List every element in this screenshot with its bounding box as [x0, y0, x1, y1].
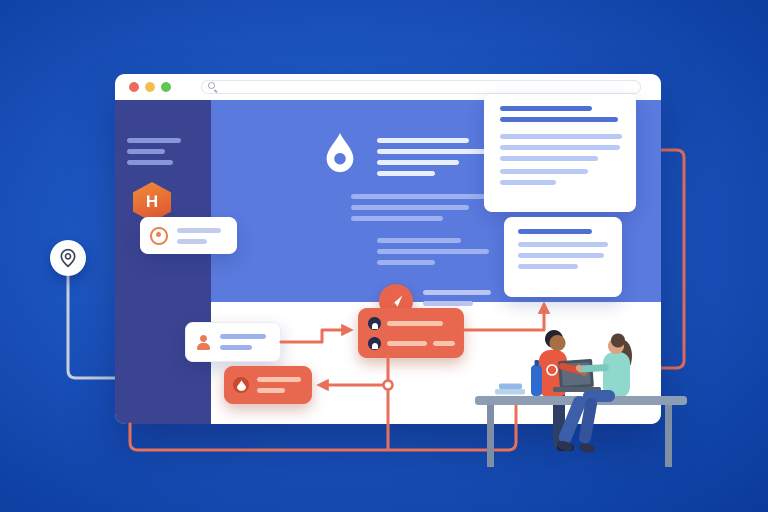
flame-logo-icon [323, 132, 357, 179]
avatar-row [368, 316, 454, 330]
flow-card-user[interactable] [185, 322, 281, 362]
map-pin-badge [50, 240, 86, 276]
card-text-placeholder [387, 340, 455, 346]
detail-panel-card [484, 94, 636, 212]
desk-leg [665, 405, 672, 467]
summary-panel-card [504, 217, 622, 297]
traffic-light-minimize[interactable] [145, 82, 155, 92]
card-text-placeholder [257, 377, 301, 393]
avatar-icon [368, 316, 381, 330]
pin-icon [60, 248, 76, 268]
book [495, 389, 525, 395]
card-text-placeholder [518, 229, 608, 234]
person-b-arm [577, 364, 610, 373]
bottle [531, 365, 542, 396]
card-text-placeholder [500, 169, 620, 185]
shoe [557, 441, 573, 451]
person-a-arm [558, 362, 585, 375]
flow-card-collaboration[interactable] [358, 308, 464, 358]
hexagon-logo-letter: H [145, 192, 159, 211]
person-icon [196, 334, 211, 350]
card-text-placeholder [500, 106, 620, 122]
book [499, 383, 522, 389]
flow-node-dot [382, 379, 394, 391]
card-text-placeholder [518, 242, 608, 269]
card-text-placeholder [177, 227, 221, 244]
traffic-light-zoom[interactable] [161, 82, 171, 92]
sidebar: H [115, 100, 211, 424]
person-a-head [549, 335, 566, 351]
person-b-torso [603, 352, 630, 398]
flow-card-deploy[interactable] [224, 366, 312, 404]
search-icon [208, 82, 218, 92]
people-at-desk [475, 330, 687, 467]
text-placeholder-group [377, 138, 505, 176]
card-text-placeholder [220, 334, 266, 350]
avatar-icon [368, 336, 381, 350]
ring-icon [150, 226, 168, 245]
card-text-placeholder [387, 320, 443, 326]
shoe [579, 443, 595, 453]
sidebar-overlay-card[interactable] [140, 217, 237, 254]
desk-leg [487, 405, 494, 467]
address-bar[interactable] [201, 80, 641, 94]
sidebar-menu-placeholder[interactable] [127, 138, 181, 165]
avatar-row [368, 336, 455, 350]
text-placeholder-group [377, 238, 489, 265]
rocket-icon [389, 295, 403, 307]
traffic-light-close[interactable] [129, 82, 139, 92]
flame-chip-icon [233, 377, 249, 393]
text-placeholder-group [351, 194, 509, 221]
card-text-placeholder [500, 134, 622, 161]
